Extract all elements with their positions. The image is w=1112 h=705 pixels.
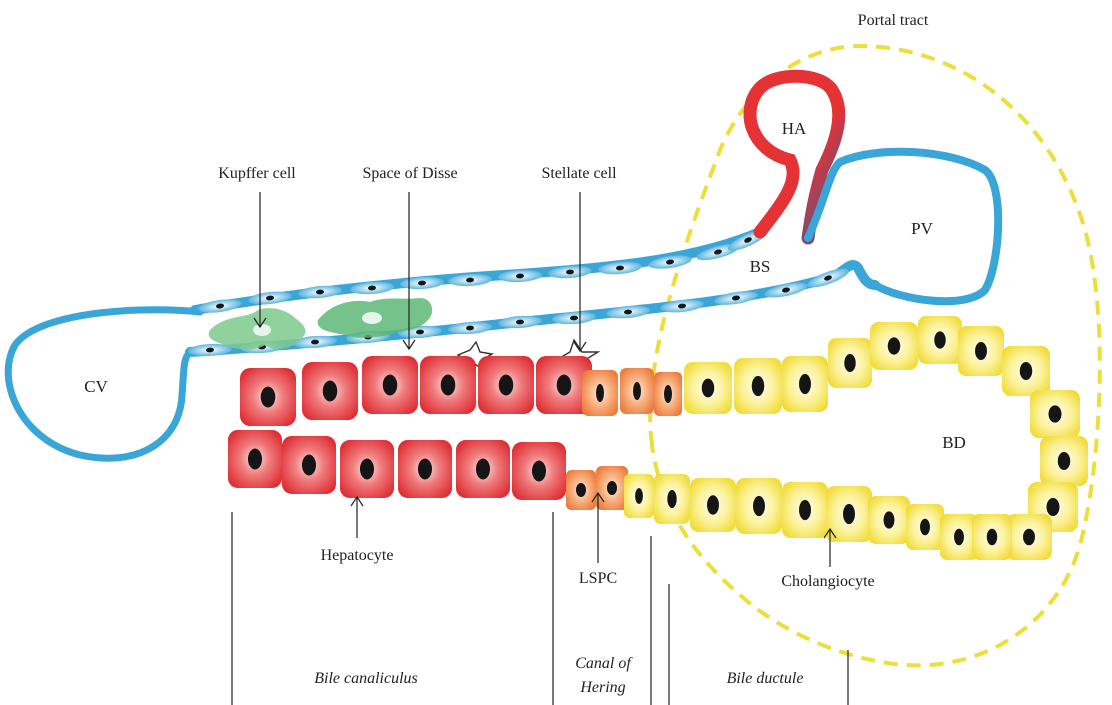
cell-nucleus	[557, 375, 572, 396]
hepatocyte-cell	[282, 436, 336, 494]
cell-nucleus	[441, 375, 456, 396]
bile-duct-label: BD	[942, 433, 966, 452]
cell-nucleus	[888, 337, 900, 354]
hepatocyte-cell	[340, 440, 394, 498]
cell-nucleus	[476, 459, 490, 480]
progenitor-cell	[654, 372, 682, 416]
bile-ductule-label: Bile ductule	[727, 670, 804, 687]
cholangiocyte-cell	[972, 514, 1012, 560]
cholangiocyte-cell	[1040, 436, 1088, 486]
cholangiocyte-cell	[782, 482, 828, 538]
hepatocyte-cell	[398, 440, 452, 498]
cell-nucleus	[532, 461, 546, 482]
progenitor-cell	[582, 370, 618, 416]
cell-nucleus	[633, 382, 641, 400]
cholangiocyte-cell	[918, 316, 962, 364]
hepatocyte-cell	[362, 356, 418, 414]
cell-nucleus	[248, 449, 262, 470]
bile-sinus-label: BS	[750, 257, 771, 276]
progenitor-cell	[566, 470, 596, 510]
cell-nucleus	[934, 331, 945, 348]
cholangiocyte-cell	[1030, 390, 1080, 438]
cholangiocyte-cell	[870, 322, 918, 370]
hepatocyte-cell	[512, 442, 566, 500]
hepatocyte-cell	[302, 362, 358, 420]
cell-nucleus	[799, 374, 811, 394]
progenitor-cell	[620, 368, 654, 414]
cholangiocyte-cell	[734, 358, 782, 414]
hepatocyte-label: Hepatocyte	[321, 547, 394, 564]
cell-nucleus	[702, 379, 714, 398]
central-vein-label: CV	[84, 377, 108, 396]
portal-tract-label: Portal tract	[858, 12, 929, 29]
cell-nucleus	[753, 496, 765, 516]
hepatocyte-cell	[420, 356, 476, 414]
cell-nucleus	[843, 504, 855, 524]
bile-canaliculus-label: Bile canaliculus	[314, 670, 418, 687]
hepatocyte-cell	[240, 368, 296, 426]
cholangiocyte-cell	[624, 474, 654, 518]
canal-of-hering-label-1: Canal of	[575, 655, 633, 672]
cholangiocyte-cell	[736, 478, 782, 534]
cell-nucleus	[596, 384, 604, 402]
cell-nucleus	[1049, 405, 1062, 422]
cell-nucleus	[707, 495, 719, 514]
cell-nucleus	[1058, 452, 1070, 470]
cholangiocyte-cell	[782, 356, 828, 412]
cell-nucleus	[576, 483, 586, 497]
cell-nucleus	[664, 385, 672, 403]
kupffer-cell	[209, 308, 306, 349]
cell-nucleus	[844, 354, 855, 372]
lspc-label: LSPC	[579, 570, 617, 587]
progenitor-cell	[596, 466, 628, 510]
portal-vein-label: PV	[911, 219, 933, 238]
cell-nucleus	[323, 381, 338, 402]
cholangiocyte-cell	[1006, 514, 1052, 560]
hepatocyte-cell	[478, 356, 534, 414]
cholangiocyte-cell	[906, 504, 944, 550]
cell-nucleus	[360, 459, 374, 480]
space-of-disse-label: Space of Disse	[362, 165, 457, 182]
cell-nucleus	[499, 375, 514, 396]
hepatic-artery	[750, 76, 839, 238]
cholangiocyte-cell	[828, 338, 872, 388]
cell-nucleus	[383, 375, 398, 396]
cell-nucleus	[1047, 498, 1060, 516]
cell-nucleus	[954, 529, 964, 546]
cell-nucleus	[799, 500, 811, 520]
cell-nucleus	[1023, 529, 1035, 546]
cell-nucleus	[987, 529, 997, 546]
cell-nucleus	[607, 481, 617, 495]
cholangiocyte-cell	[684, 362, 732, 414]
cell-nucleus	[418, 459, 432, 480]
canal-of-hering-label-2: Hering	[579, 679, 625, 696]
cell-nucleus	[302, 455, 316, 476]
kupffer-cell-label: Kupffer cell	[218, 165, 296, 182]
cholangiocyte-cell	[1002, 346, 1050, 396]
cholangiocyte-label: Cholangiocyte	[781, 573, 874, 590]
cell-nucleus	[752, 376, 764, 396]
cell-nucleus	[667, 490, 676, 508]
cell-nucleus	[1020, 362, 1032, 380]
stellate-cell-label: Stellate cell	[541, 165, 617, 182]
cholangiocyte-cell	[868, 496, 910, 544]
cholangiocyte-cell	[958, 326, 1004, 376]
hepatic-artery-label: HA	[782, 119, 807, 138]
cell-nucleus	[635, 488, 643, 504]
hepatocyte-cell	[456, 440, 510, 498]
cholangiocyte-cell	[654, 474, 690, 524]
cell-nucleus	[261, 387, 276, 408]
cell-nucleus	[975, 342, 987, 360]
cell-nucleus	[920, 519, 930, 536]
hepatocyte-cell	[228, 430, 282, 488]
cholangiocyte-cell	[690, 478, 736, 532]
cell-nucleus	[884, 511, 895, 528]
